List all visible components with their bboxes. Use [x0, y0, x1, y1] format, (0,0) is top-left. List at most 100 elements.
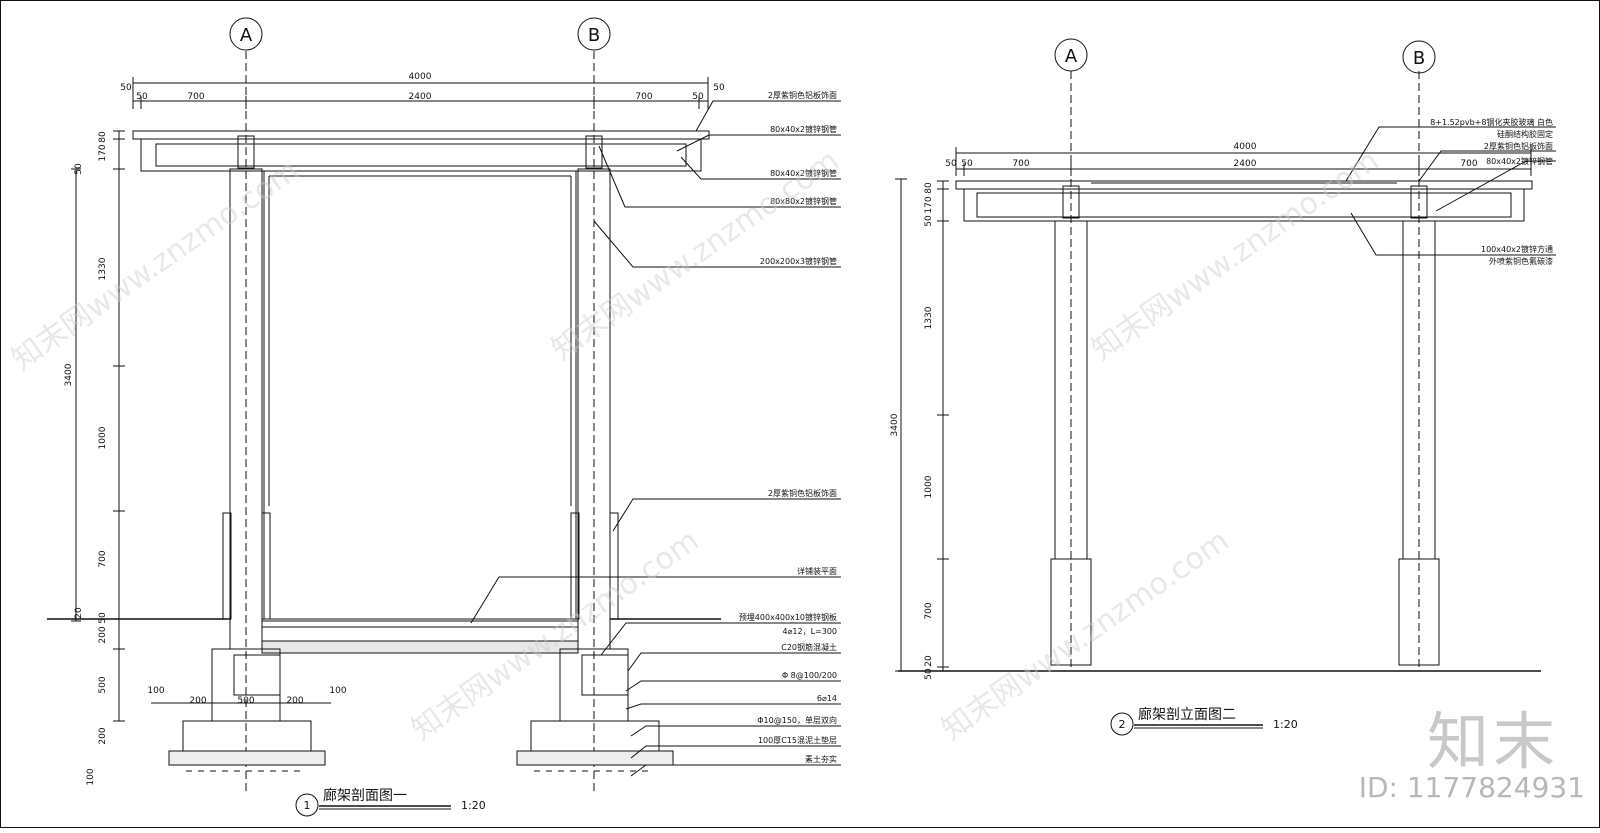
section-drawing-1: A B 4000 50 50 50 700 2400 700 50 — [47, 17, 841, 817]
dim1-50: 50 — [74, 163, 84, 175]
roof2-tube-a — [1062, 185, 1080, 219]
dim-left-span: 700 — [187, 92, 204, 102]
dim1-1000: 1000 — [98, 426, 108, 449]
dim2-50: 50 — [924, 215, 934, 227]
title1-scale: 1:20 — [461, 799, 486, 812]
dim1-500: 500 — [98, 676, 108, 693]
column-a — [229, 168, 263, 650]
dim2-170: 170 — [924, 196, 934, 213]
note1-1: 80x40x2镀锌钢管 — [770, 124, 837, 134]
dim2-20: 20 — [924, 655, 934, 667]
watermark-4: 知末网www.znzmo.com — [406, 523, 706, 748]
cladding-b-left — [570, 512, 580, 620]
footing-bed-a — [168, 750, 326, 766]
note1-13: 100厚C15混泥土垫层 — [758, 735, 837, 745]
dim-right-small: 50 — [692, 92, 704, 102]
dim1-170: 170 — [98, 144, 108, 161]
axis-label-b: B — [588, 25, 600, 46]
dim1-20: 20 — [74, 607, 84, 619]
roof2-tube-b — [1410, 185, 1428, 219]
roof2-cap — [955, 180, 1533, 190]
footing-b — [530, 720, 660, 752]
axis-label-a: A — [240, 25, 253, 46]
dim2-3400: 3400 — [890, 413, 900, 436]
footing-dim-l100: 100 — [147, 686, 164, 696]
dim1-1330: 1330 — [98, 257, 108, 280]
note1-11: 6⌀14 — [817, 694, 837, 703]
note1-6: 详铺装平面 — [797, 566, 837, 576]
note1-12: Φ10@150，单层双向 — [757, 715, 837, 725]
note1-8: 4⌀12，L=300 — [782, 627, 837, 636]
note2-2: 2厚紫铜色铝板饰面 — [1484, 141, 1553, 151]
leader-10 — [625, 680, 841, 692]
axis-bubble-b — [577, 17, 611, 51]
axis2-bubble-b — [1402, 40, 1436, 74]
watermark-1: 知末网www.znzmo.com — [6, 153, 306, 378]
opening-frame — [263, 170, 577, 620]
dim1-200: 200 — [98, 626, 108, 643]
dim2-1000: 1000 — [924, 475, 934, 498]
dim-left-overhang: 50 — [120, 83, 132, 93]
embed-plate-b — [581, 654, 629, 696]
axis2-label-a: A — [1065, 46, 1078, 67]
section-drawing-2: A B 4000 50 50 700 2400 700 80 170 — [890, 38, 1556, 736]
axis2-bubble-a — [1054, 38, 1088, 72]
note2-0: 8+1.52pvb+8钢化夹胶玻璃 白色 — [1430, 117, 1553, 127]
axis2-label-b: B — [1413, 48, 1425, 69]
dim1-50b: 50 — [98, 612, 108, 624]
dim2-left-span: 700 — [1012, 159, 1029, 169]
title2-bubble — [1110, 712, 1134, 736]
note1-0: 2厚紫铜色铝板饰面 — [768, 90, 837, 100]
dim1-80: 80 — [98, 131, 108, 143]
note1-14: 素土夯实 — [805, 754, 837, 764]
dim-left-small: 50 — [136, 92, 148, 102]
dim2-mid-span: 2400 — [1234, 159, 1257, 169]
dim1-100: 100 — [86, 768, 96, 785]
title2-number: 2 — [1119, 718, 1126, 731]
leader-7 — [470, 576, 841, 624]
title2-scale: 1:20 — [1273, 718, 1298, 731]
dim2-1330: 1330 — [924, 306, 934, 329]
note2-3: 80x40x2镀锌钢管 — [1486, 156, 1553, 166]
note1-3: 80x80x2镀锌钢管 — [770, 196, 837, 206]
footing-bed-b — [516, 750, 674, 766]
pier-b — [559, 648, 629, 722]
note1-2: 80x40x2镀锌钢管 — [770, 168, 837, 178]
roof-cap — [132, 130, 710, 140]
roof2-inner — [976, 192, 1512, 218]
paving-layer — [261, 620, 579, 628]
title2-text: 廊架剖立面图二 — [1138, 706, 1236, 723]
leader-13 — [630, 745, 841, 759]
base-layer — [261, 640, 579, 654]
dim2-50b: 50 — [924, 668, 934, 680]
roof2-frame — [963, 188, 1525, 222]
leader-6 — [612, 498, 841, 532]
dim2-left-small: 50 — [945, 159, 957, 169]
leader-4 — [598, 145, 841, 208]
dim-right-overhang: 50 — [713, 83, 725, 93]
dim-mid-span: 2400 — [409, 92, 432, 102]
dim-total: 4000 — [409, 72, 432, 82]
pier-a — [211, 648, 281, 722]
dim1-3400: 3400 — [64, 363, 74, 386]
dim1-700: 700 — [98, 550, 108, 567]
leader-1 — [695, 100, 841, 132]
note1-7: 预埋400x400x10镀锌钢板 — [739, 612, 837, 622]
leader-12 — [630, 725, 841, 737]
cladding-a-right — [261, 512, 271, 620]
leader-14 — [630, 764, 841, 777]
leader-3 — [680, 156, 841, 180]
title1-text: 廊架剖面图一 — [323, 787, 407, 804]
leader-8 — [600, 622, 841, 656]
watermark-3: 知末网www.znzmo.com — [1086, 143, 1386, 368]
watermark-2: 知末网www.znzmo.com — [546, 143, 846, 368]
footing-dim-l200: 200 — [189, 696, 206, 706]
brand-logo: 知末 — [1426, 705, 1559, 778]
dim1-200b: 200 — [98, 727, 108, 744]
id-label: ID: 1177824931 — [1358, 771, 1585, 804]
leader-11 — [625, 703, 841, 710]
note2-1: 硅酮结构胶固定 — [1497, 129, 1553, 139]
title1-bubble — [295, 793, 319, 817]
